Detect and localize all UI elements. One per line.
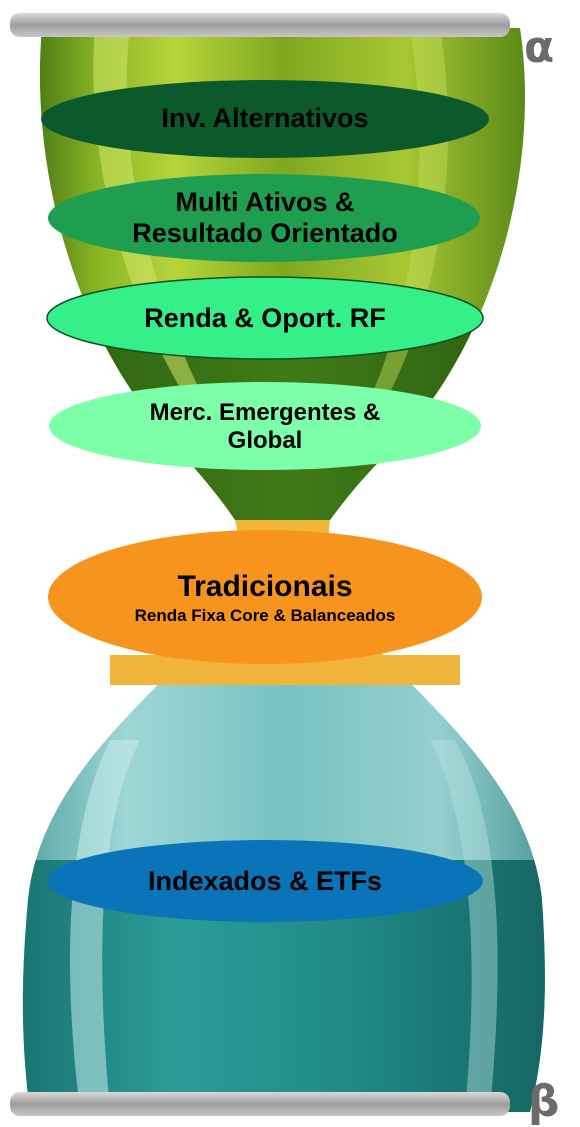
label-tradicionais-subtitle: Renda Fixa Core & Balanceados: [134, 606, 396, 626]
label-emergentes-line2: Global: [227, 427, 303, 454]
top-frame-bar: [10, 13, 510, 37]
ellipse-multi-ativos: [48, 174, 480, 262]
label-tradicionais: Tradicionais Renda Fixa Core & Balancead…: [50, 560, 480, 636]
label-multi-ativos: Multi Ativos & Resultado Orientado: [50, 176, 480, 260]
ellipse-renda-oport: [46, 276, 484, 360]
label-renda-oport: Renda & Oport. RF: [60, 295, 470, 343]
label-multi-ativos-line2: Resultado Orientado: [132, 218, 398, 248]
beta-label: β: [528, 1076, 560, 1127]
label-emergentes: Merc. Emergentes & Global: [60, 386, 470, 468]
ellipse-alternativos: [41, 80, 489, 158]
label-indexados: Indexados & ETFs: [60, 858, 470, 906]
alpha-label: α: [524, 22, 555, 73]
label-renda-oport-text: Renda & Oport. RF: [144, 303, 386, 334]
label-alternativos: Inv. Alternativos: [60, 95, 470, 143]
label-emergentes-line1: Merc. Emergentes &: [149, 399, 381, 427]
ellipse-emergentes: [49, 382, 481, 470]
label-multi-ativos-line1: Multi Ativos &: [175, 186, 355, 217]
bottom-frame-bar: [10, 1092, 510, 1116]
label-indexados-text: Indexados & ETFs: [147, 866, 383, 897]
ellipse-indexados: [47, 840, 483, 922]
label-alternativos-text: Inv. Alternativos: [161, 103, 369, 134]
label-tradicionais-title: Tradicionais: [177, 569, 353, 603]
ellipse-tradicionais: [48, 530, 482, 664]
